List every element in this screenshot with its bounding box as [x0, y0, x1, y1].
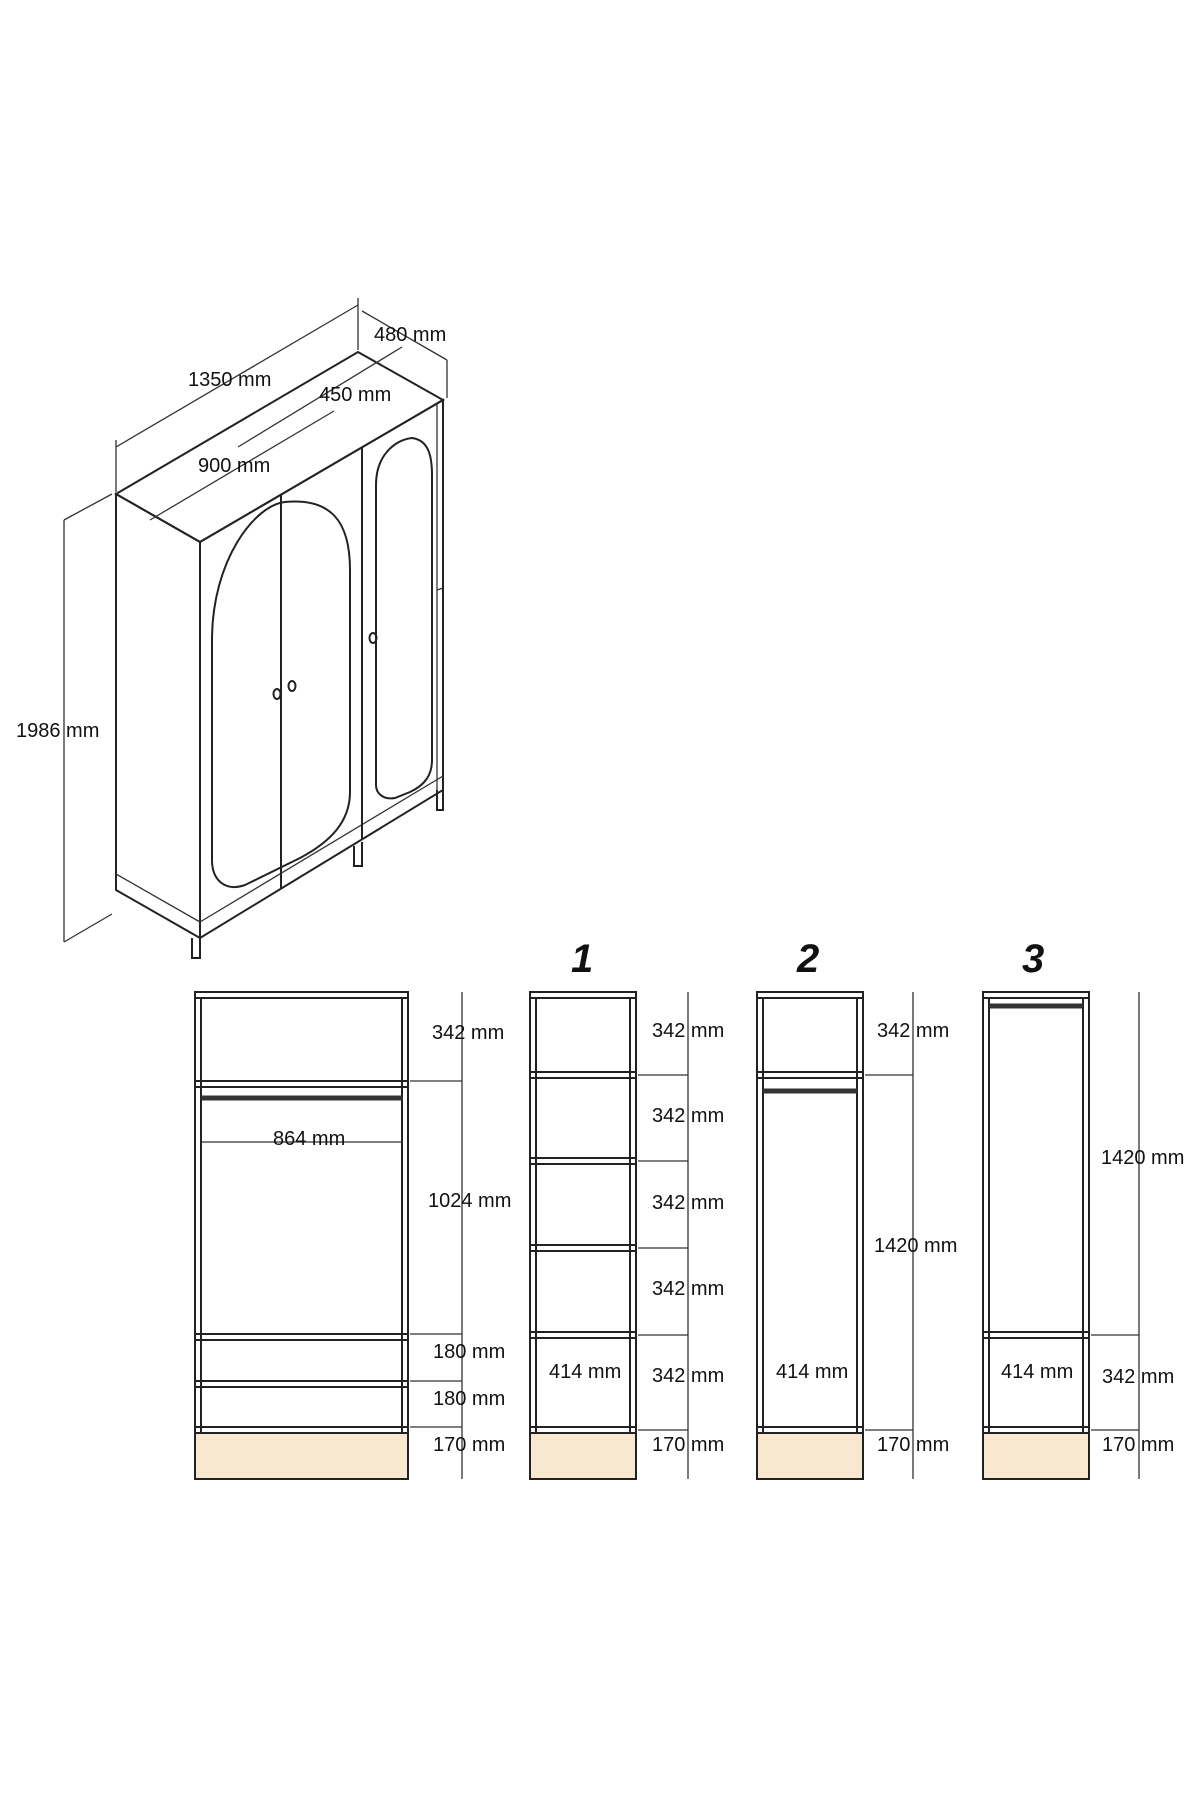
module-1-number: 1: [571, 937, 593, 981]
isometric-wardrobe: 1350 mm 480 mm 450 mm 900 mm 1986 mm: [16, 298, 448, 959]
wardrobe-dim-drawer2: 180 mm: [433, 1388, 505, 1410]
m1-dim-s1: 342 mm: [652, 1020, 724, 1042]
cabinet-top: [114, 350, 446, 544]
wardrobe-dim-top: 342 mm: [432, 1022, 504, 1044]
m3-dim-hanging: 1420 mm: [1101, 1147, 1184, 1169]
leg-front-left: [191, 938, 201, 959]
m2-dim-top: 342 mm: [877, 1020, 949, 1042]
door-handle-1: [272, 688, 282, 700]
module-1: 1 342 mm 342 mm 342 mm 342 mm 342 mm 170…: [529, 937, 724, 1480]
wardrobe-dim-rod-width: 864 mm: [273, 1128, 345, 1150]
cane-panel-left: [211, 500, 351, 888]
label-width: 1350 mm: [188, 369, 271, 391]
label-inner-depth: 450 mm: [319, 384, 391, 406]
m3-dim-bottom: 342 mm: [1102, 1366, 1174, 1388]
base-panel: [195, 1433, 408, 1479]
m1-dim-s5: 342 mm: [652, 1365, 724, 1387]
base-panel: [757, 1433, 863, 1479]
m1-dim-s4: 342 mm: [652, 1278, 724, 1300]
base-panel: [983, 1433, 1089, 1479]
m3-dim-base: 170 mm: [1102, 1434, 1174, 1456]
label-height: 1986 mm: [16, 720, 99, 742]
m1-dim-s3: 342 mm: [652, 1192, 724, 1214]
door-handle-3: [368, 632, 378, 644]
m2-dim-hanging: 1420 mm: [874, 1235, 957, 1257]
module-3: 3 1420 mm 342 mm 170 mm 414 mm: [982, 937, 1184, 1480]
door-handle-2: [287, 680, 297, 692]
module-2: 2 342 mm 1420 mm 170 mm 414 mm: [756, 937, 957, 1480]
leg-front-mid: [353, 842, 363, 867]
label-module-width: 900 mm: [198, 455, 270, 477]
label-depth: 480 mm: [374, 324, 446, 346]
iso-dimension-lines: [63, 298, 448, 943]
m1-dim-width: 414 mm: [549, 1361, 621, 1383]
cane-panel-right: [375, 436, 433, 800]
m1-dim-s2: 342 mm: [652, 1105, 724, 1127]
m2-dim-base: 170 mm: [877, 1434, 949, 1456]
cabinet-front: [199, 398, 444, 940]
wardrobe-dim-drawer1: 180 mm: [433, 1341, 505, 1363]
front-wardrobe: 342 mm 1024 mm 180 mm 180 mm 170 mm 864 …: [194, 991, 511, 1480]
wardrobe-dim-hanging: 1024 mm: [428, 1190, 511, 1212]
m3-dim-width: 414 mm: [1001, 1361, 1073, 1383]
wardrobe-dim-base: 170 mm: [433, 1434, 505, 1456]
m2-dim-width: 414 mm: [776, 1361, 848, 1383]
cabinet-left-side: [115, 492, 201, 940]
m1-dim-base: 170 mm: [652, 1434, 724, 1456]
module-3-number: 3: [1022, 937, 1044, 981]
base-panel: [530, 1433, 636, 1479]
leg-back-right: [436, 790, 444, 811]
module-2-number: 2: [796, 937, 819, 981]
